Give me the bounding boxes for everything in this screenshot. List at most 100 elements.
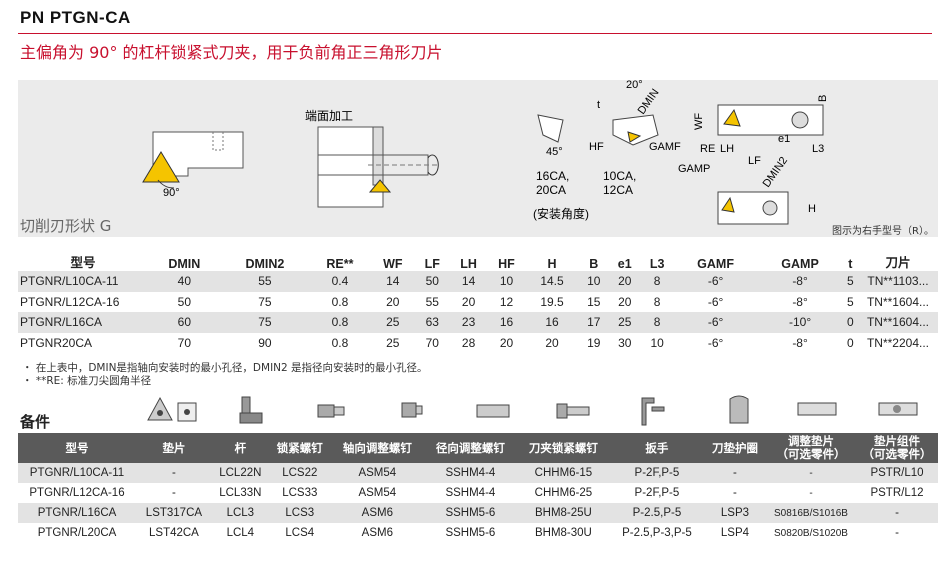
table-cell: 14 xyxy=(370,271,415,292)
table-cell: LST42CA xyxy=(149,527,199,539)
table-cell: LSP3 xyxy=(703,503,766,523)
table-cell: TN**1604... xyxy=(858,312,938,333)
title-rule xyxy=(18,33,932,34)
spec-header: H xyxy=(547,257,557,271)
insert-icon xyxy=(142,151,180,183)
table-cell: 0 xyxy=(847,335,854,350)
table-cell: 55 xyxy=(425,294,439,309)
re-label: RE xyxy=(700,143,715,155)
table-cell: 55 xyxy=(220,271,310,292)
edge-shape-label: 切削刃形状 G xyxy=(20,217,112,235)
table-cell: 20 xyxy=(545,335,559,350)
angle-20-label: 20° xyxy=(626,80,643,91)
table-cell: 60 xyxy=(148,312,221,333)
table-cell: LCL3 xyxy=(211,503,269,523)
group1-label: 16CA, xyxy=(536,169,569,183)
table-cell: LCS4 xyxy=(285,527,315,539)
spec-header-row: 型号 DMIN DMIN2 RE** WF LF LH HF H B e1 L3… xyxy=(18,249,938,271)
tool-diagram: 90° 端面加工 45° t 20° DMIN HF GAMF 16CA, 20… xyxy=(142,80,829,225)
table-cell: 50 xyxy=(414,271,450,292)
table-cell: TN**1103... xyxy=(858,271,938,292)
parts-header: 锁紧螺钉 xyxy=(268,433,331,463)
insert-icon xyxy=(147,396,173,421)
table-cell: PTGNR/L12CA-16 xyxy=(29,487,125,499)
parts-header: 轴向调整螺钉 xyxy=(330,433,424,463)
radial-screw-icon xyxy=(476,404,510,418)
table-cell: PTGNR/L20CA xyxy=(37,527,117,539)
parts-header: 刀垫护圈 xyxy=(703,433,766,463)
table-cell: PTGNR/L12CA-16 xyxy=(20,294,120,309)
table-cell: SSHM4-4 xyxy=(445,487,496,499)
insert-angle-figure: 45° t 20° DMIN HF GAMF 16CA, 20CA 10CA, … xyxy=(533,80,681,221)
table-cell: P-2.5,P-3,P-5 xyxy=(622,527,692,539)
table-cell: 63 xyxy=(414,312,450,333)
table-cell: PSTR/L12 xyxy=(870,487,924,499)
footnote: ・ **RE: 标准刀尖圆角半径 xyxy=(22,375,152,387)
holder-dim-figure: WF RE LH LF GAMP e1 L3 B DMIN2 H xyxy=(678,95,829,225)
wrench-icon xyxy=(641,397,665,426)
spec-header: GAMF xyxy=(697,257,734,271)
table-cell: -8° xyxy=(792,294,808,309)
parts-header: 垫片 xyxy=(136,433,212,463)
spec-table: 型号 DMIN DMIN2 RE** WF LF LH HF H B e1 L3… xyxy=(18,249,938,353)
table-cell: PTGNR20CA xyxy=(20,335,93,350)
table-cell: PTGNR/L16CA xyxy=(18,312,148,333)
table-cell: ASM6 xyxy=(361,527,393,539)
table-cell: 12 xyxy=(499,294,514,309)
table-cell: 70 xyxy=(177,335,191,350)
table-cell: S0816B/S1016B xyxy=(766,503,856,523)
table-cell: -10° xyxy=(757,312,843,333)
diagram-panel: 90° 端面加工 45° t 20° DMIN HF GAMF 16CA, 20… xyxy=(18,80,938,237)
table-cell: P-2.5,P-5 xyxy=(609,503,704,523)
table-cell: ASM54 xyxy=(358,487,397,499)
table-cell: P-2F,P-5 xyxy=(634,487,680,499)
table-cell: 19.5 xyxy=(540,294,564,309)
seat-icon xyxy=(177,402,197,422)
e1-label: e1 xyxy=(778,133,790,145)
dmin-label: DMIN xyxy=(636,87,662,117)
table-cell: 8 xyxy=(640,312,674,333)
spec-header: t xyxy=(848,257,853,271)
table-cell: PTGNR/L10CA-11 xyxy=(18,271,148,292)
parts-header: 刀夹锁紧螺钉 xyxy=(516,433,610,463)
table-cell: -6° xyxy=(707,335,724,350)
group2b-label: 12CA xyxy=(603,183,633,197)
table-cell: 50 xyxy=(177,294,191,309)
parts-header: 径向调整螺钉 xyxy=(423,433,517,463)
table-cell: 5 xyxy=(842,271,858,292)
spec-header: 刀片 xyxy=(885,256,911,270)
table-cell: 14.5 xyxy=(525,271,579,292)
shim-set-icon xyxy=(878,402,918,416)
gamp-label: GAMP xyxy=(678,163,710,175)
group2-label: 10CA, xyxy=(603,169,636,183)
table-cell: TN**2204... xyxy=(866,335,930,350)
group1b-label: 20CA xyxy=(536,183,566,197)
table-cell: 20 xyxy=(499,335,514,350)
table-cell: 23 xyxy=(449,312,488,333)
parts-header: 垫片组件 （可选零件） xyxy=(856,433,938,463)
table-cell: 28 xyxy=(461,335,476,350)
table-cell: 0.8 xyxy=(331,335,349,350)
table-cell: 90 xyxy=(258,335,272,350)
table-cell: 0.4 xyxy=(309,271,371,292)
table-cell: 30 xyxy=(618,335,632,350)
table-cell: LCL4 xyxy=(226,527,255,539)
table-cell: LCS33 xyxy=(282,487,318,499)
table-cell: -6° xyxy=(673,312,758,333)
axial-screw-icon xyxy=(401,402,423,418)
table-cell: SSHM5-6 xyxy=(423,503,517,523)
table-cell: SSHM4-4 xyxy=(423,463,517,483)
table-cell: ASM6 xyxy=(330,503,424,523)
b-label: B xyxy=(817,95,829,102)
table-cell: 25 xyxy=(370,312,415,333)
clamp-screw-icon xyxy=(317,404,345,418)
table-cell: 0 xyxy=(842,312,858,333)
table-cell: LCL33N xyxy=(219,487,262,499)
table-cell: CHHM6-15 xyxy=(516,463,610,483)
